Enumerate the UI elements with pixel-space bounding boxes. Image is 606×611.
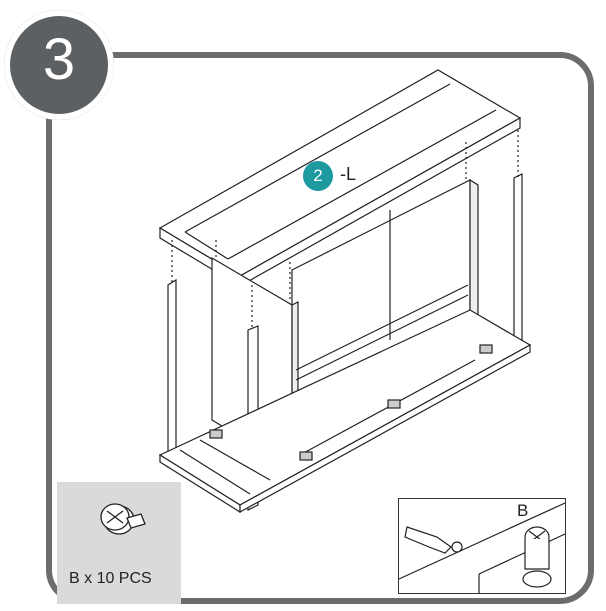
step-number: 3 [42, 26, 76, 92]
detail-illustration [399, 502, 565, 593]
cam-lock-icon [100, 503, 146, 535]
step-number-badge: 3 [4, 10, 114, 120]
parts-box: B x 10 PCS [57, 482, 181, 604]
panel-number: 2 [313, 166, 323, 185]
detail-letter: B [517, 501, 529, 520]
panel-number-badge: 2 [303, 161, 333, 191]
parts-label: B x 10 PCS [69, 570, 152, 587]
panel-suffix: -L [340, 164, 357, 184]
detail-box: B [398, 498, 566, 594]
